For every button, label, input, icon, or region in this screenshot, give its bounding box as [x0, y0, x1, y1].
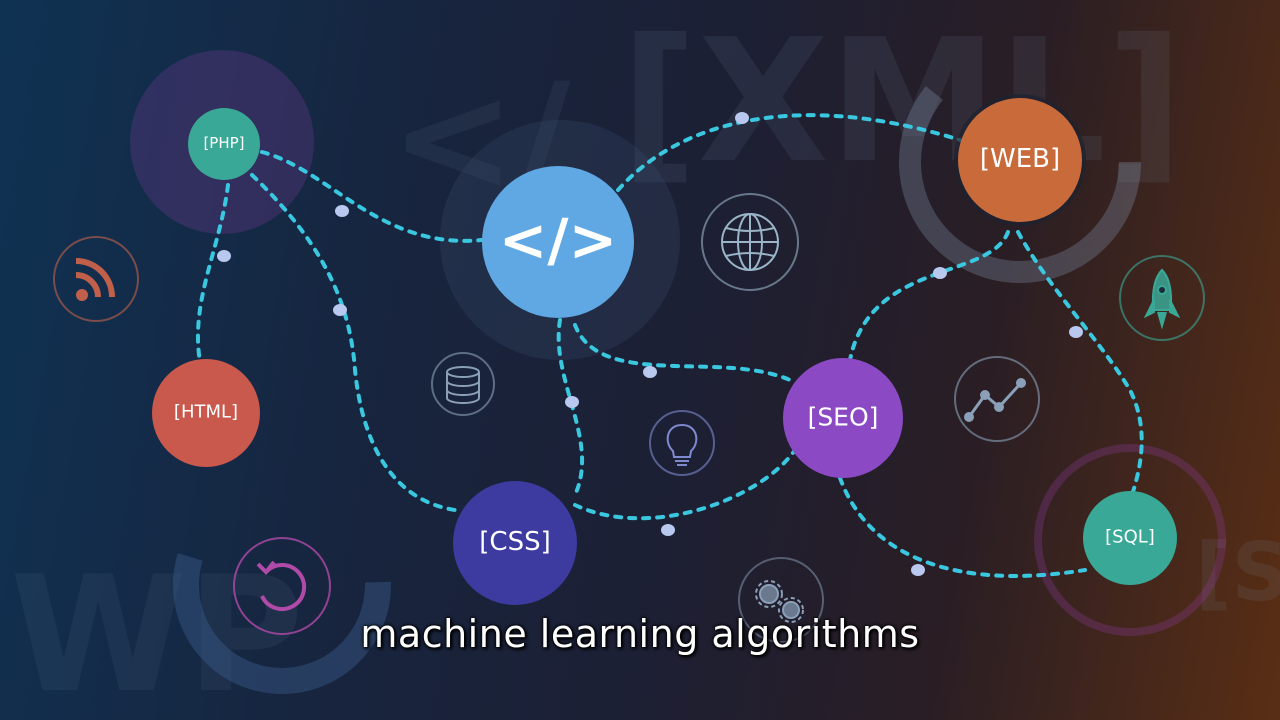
- lightbulb-icon: [649, 410, 715, 476]
- subtitle-caption: machine learning algorithms: [360, 612, 920, 656]
- connector-web-sql: [1016, 230, 1144, 497]
- connector-php-html: [195, 183, 230, 364]
- bg-xml-text: [XML]: [620, 3, 1184, 201]
- web-halo-ring: [899, 41, 1141, 283]
- node-seo-label: [SEO]: [808, 403, 879, 432]
- connector-beads: [217, 112, 1083, 576]
- connector-code-css: [556, 318, 585, 497]
- node-php: [PHP]: [188, 108, 260, 180]
- node-css: [CSS]: [453, 481, 577, 605]
- node-seo: [SEO]: [783, 358, 903, 478]
- bg-s-text: [S: [1195, 526, 1280, 619]
- node-code-label: </>: [499, 206, 617, 274]
- line-chart-icon: [954, 356, 1040, 442]
- node-sql-label: [SQL]: [1105, 527, 1155, 548]
- sql-halo-ring: [1034, 444, 1226, 636]
- connector-php-code: [260, 150, 484, 243]
- bg-wp-text: WP: [10, 541, 304, 720]
- node-sql: [SQL]: [1083, 491, 1177, 585]
- rss-icon: [53, 236, 139, 322]
- connector-web-seo: [848, 230, 1010, 362]
- node-web-label: [WEB]: [980, 144, 1060, 174]
- refresh-icon: [233, 537, 331, 635]
- connector-seo-sql: [838, 476, 1087, 578]
- database-icon: [431, 352, 495, 416]
- connector-code-web: [616, 113, 962, 192]
- gears-icon: [738, 557, 824, 643]
- connector-css-seo: [573, 448, 797, 521]
- node-html: [HTML]: [152, 359, 260, 467]
- connector-code-seo: [573, 323, 792, 382]
- connectors: [195, 113, 1144, 578]
- background-text: [XML] </ WP [S: [10, 3, 1280, 720]
- node-css-label: [CSS]: [479, 527, 550, 557]
- rocket-icon: [1119, 255, 1205, 341]
- refresh-halo-ring: [173, 476, 391, 694]
- node-web: [WEB]: [954, 94, 1086, 226]
- node-php-label: [PHP]: [203, 134, 244, 152]
- globe-icon: [701, 193, 799, 291]
- connector-php-css: [250, 173, 457, 512]
- node-html-label: [HTML]: [174, 402, 238, 423]
- node-code: </>: [482, 166, 634, 318]
